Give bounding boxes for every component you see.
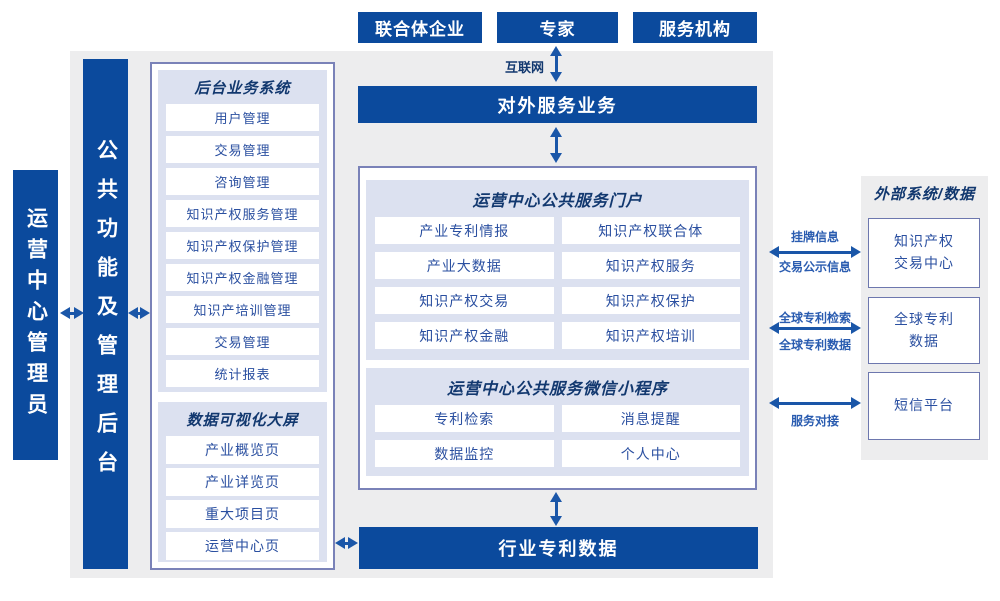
- list-item: 统计报表: [166, 360, 319, 387]
- external-service-business-bar: 对外服务业务: [358, 86, 757, 123]
- list-item: 用户管理: [166, 104, 319, 131]
- actor-service-agencies: 服务机构: [633, 12, 757, 43]
- listing-info-label: 挂牌信息: [790, 230, 839, 244]
- operation-center-admin-bar: 运营中心管理员: [13, 170, 58, 460]
- list-item: 知识产培训管理: [166, 296, 319, 323]
- wechat-miniprogram-title: 运营中心公共服务微信小程序: [446, 381, 668, 398]
- list-item: 产业详览页: [166, 468, 319, 496]
- backend-system-list: 用户管理 交易管理 咨询管理 知识产权服务管理 知识产权保护管理 知识产权金融管…: [158, 98, 327, 387]
- external-systems-title: 外部系统/数据: [873, 186, 976, 203]
- global-patent-search-label: 全球专利检索: [778, 311, 851, 325]
- miniprogram-grid: 专利检索 消息提醒 数据监控 个人中心: [366, 399, 749, 467]
- grid-item: 产业专利情报: [375, 217, 554, 244]
- grid-item: 知识产权培训: [561, 322, 740, 349]
- backend-container: 后台业务系统 用户管理 交易管理 咨询管理 知识产权服务管理 知识产权保护管理 …: [150, 62, 335, 570]
- public-service-portal-title: 运营中心公共服务门户: [472, 193, 643, 210]
- list-item: 交易管理: [166, 136, 319, 163]
- grid-item: 知识产权金融: [375, 322, 554, 349]
- grid-item: 专利检索: [375, 405, 554, 432]
- arrow-admin-to-backend-icon: [60, 307, 84, 319]
- list-item: 重大项目页: [166, 500, 319, 528]
- list-item: 产业概览页: [166, 436, 319, 464]
- actor-consortium-enterprises: 联合体企业: [358, 12, 482, 43]
- arrow-internet-link-icon: [550, 46, 562, 82]
- backend-system-title: 后台业务系统: [194, 80, 291, 97]
- arrow-dashboard-to-patent-data-icon: [335, 537, 358, 549]
- list-item: 知识产权金融管理: [166, 264, 319, 291]
- grid-item: 知识产权保护: [561, 287, 740, 314]
- ip-trading-center-box: 知识产权 交易中心: [868, 218, 980, 288]
- arrow-global-patent-icon: [769, 322, 861, 334]
- global-patent-data-label: 全球专利数据: [778, 338, 851, 352]
- list-item: 知识产权保护管理: [166, 232, 319, 259]
- sms-platform-box: 短信平台: [868, 372, 980, 440]
- global-patent-data-box: 全球专利 数据: [868, 297, 980, 364]
- actor-experts: 专家: [497, 12, 618, 43]
- public-function-backend-bar: 公共功能及管理后台: [83, 59, 128, 569]
- grid-item: 个人中心: [561, 440, 740, 467]
- arrow-portal-to-patent-data-icon: [550, 492, 562, 526]
- wechat-miniprogram-section: 运营中心公共服务微信小程序 专利检索 消息提醒 数据监控 个人中心: [366, 368, 749, 476]
- arrow-backend-to-systems-icon: [128, 307, 150, 319]
- trade-publicity-info-label: 交易公示信息: [778, 260, 851, 274]
- arrow-service-to-portal-icon: [550, 127, 562, 163]
- list-item: 咨询管理: [166, 168, 319, 195]
- data-dashboard-title: 数据可视化大屏: [186, 412, 299, 429]
- grid-item: 知识产权交易: [375, 287, 554, 314]
- portal-grid: 产业专利情报 知识产权联合体 产业大数据 知识产权服务 知识产权交易 知识产权保…: [366, 211, 749, 349]
- grid-item: 知识产权服务: [561, 252, 740, 279]
- arrow-trading-center-icon: [769, 246, 861, 258]
- grid-item: 消息提醒: [561, 405, 740, 432]
- internet-label: 互联网: [504, 60, 544, 75]
- industry-patent-data-bar: 行业专利数据: [359, 527, 758, 569]
- data-dashboard-section: 数据可视化大屏 产业概览页 产业详览页 重大项目页 运营中心页: [158, 402, 327, 562]
- data-dashboard-list: 产业概览页 产业详览页 重大项目页 运营中心页: [158, 430, 327, 560]
- backend-system-section: 后台业务系统 用户管理 交易管理 咨询管理 知识产权服务管理 知识产权保护管理 …: [158, 70, 327, 392]
- service-docking-label: 服务对接: [790, 414, 839, 428]
- grid-item: 产业大数据: [375, 252, 554, 279]
- list-item: 交易管理: [166, 328, 319, 355]
- public-service-portal-section: 运营中心公共服务门户 产业专利情报 知识产权联合体 产业大数据 知识产权服务 知…: [366, 180, 749, 360]
- grid-item: 知识产权联合体: [561, 217, 740, 244]
- arrow-sms-platform-icon: [769, 397, 861, 409]
- list-item: 知识产权服务管理: [166, 200, 319, 227]
- list-item: 运营中心页: [166, 532, 319, 560]
- grid-item: 数据监控: [375, 440, 554, 467]
- portal-container: 运营中心公共服务门户 产业专利情报 知识产权联合体 产业大数据 知识产权服务 知…: [358, 166, 757, 490]
